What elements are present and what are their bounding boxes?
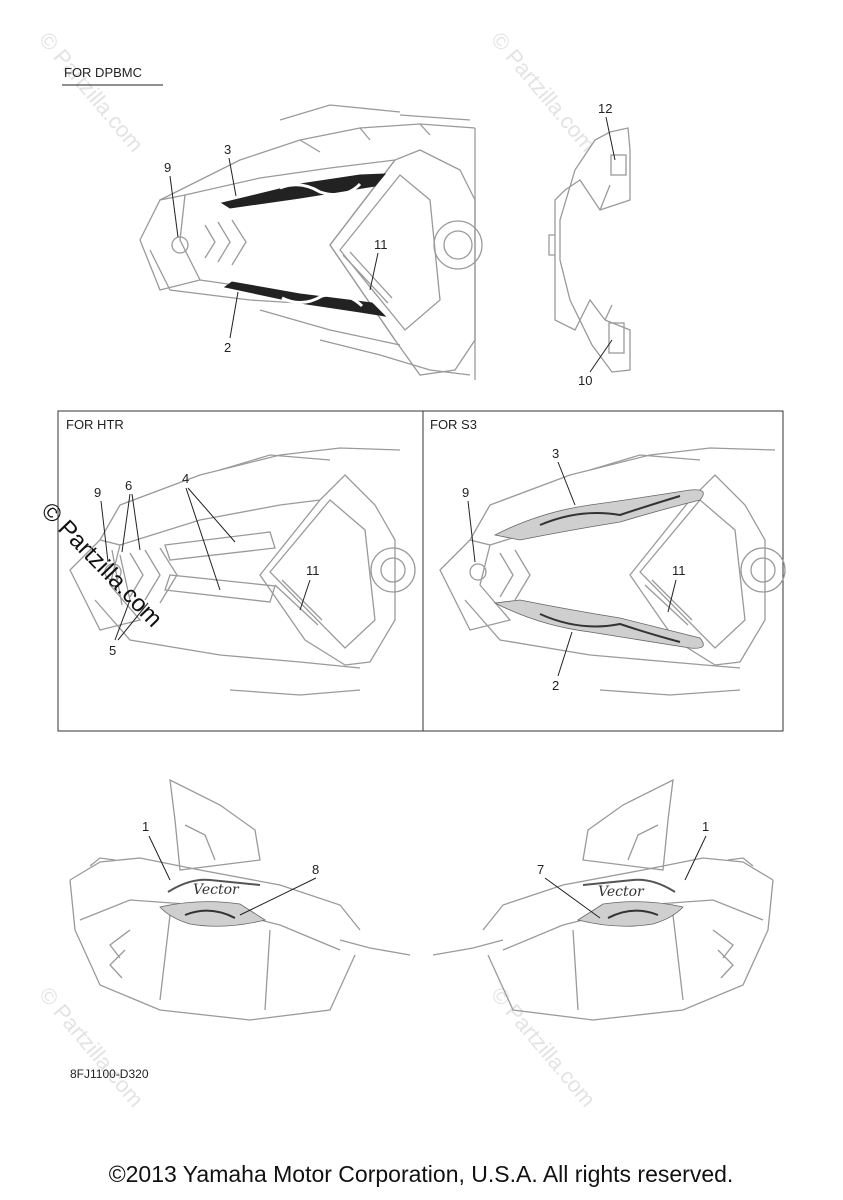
section-dpbmc: FOR DPBMC [62, 65, 631, 388]
watermark: © Partzilla.com [34, 982, 148, 1112]
callout-label: 11 [374, 237, 388, 252]
callout-label: 12 [598, 101, 612, 116]
logo-decal: Vector [598, 884, 645, 900]
callout-label: 10 [578, 373, 592, 388]
watermark: © Partzilla.com [486, 982, 600, 1112]
callout-label: 11 [672, 563, 686, 578]
callout-label: 9 [94, 485, 101, 500]
watermark-overlay: © Partzilla.com [36, 497, 168, 632]
callout-label: 3 [552, 446, 559, 461]
watermark: © Partzilla.com [486, 27, 600, 157]
section-title: FOR S3 [430, 417, 477, 432]
callout-label: 6 [125, 478, 132, 493]
hood-top-view-htr [69, 447, 416, 696]
callout-label: 2 [552, 678, 559, 693]
callout-label: 2 [224, 340, 231, 355]
callout-label: 9 [164, 160, 171, 175]
watermark: © Partzilla.com [34, 27, 148, 157]
callout-label: 3 [224, 142, 231, 157]
drawing-code: 8FJ1100-D320 [70, 1067, 149, 1081]
side-view-left: Vector [69, 778, 411, 1021]
callout-label: 1 [142, 819, 149, 834]
section-title: FOR DPBMC [64, 65, 142, 80]
section-htr: FOR HTR 9 6 4 11 5 [66, 417, 416, 696]
panel-s3 [422, 410, 784, 732]
callout-label: 9 [462, 485, 469, 500]
side-view-right: Vector [432, 778, 774, 1021]
logo-decal: Vector [193, 882, 240, 898]
hood-side-view [548, 127, 631, 373]
copyright-notice: ©2013 Yamaha Motor Corporation, U.S.A. A… [109, 1161, 734, 1187]
section-title: FOR HTR [66, 417, 124, 432]
callout-label: 4 [182, 471, 189, 486]
callout-label: 8 [312, 862, 319, 877]
section-s3: FOR S3 3 9 11 2 [430, 417, 786, 696]
hood-top-view [139, 104, 483, 380]
callout-label: 11 [306, 563, 320, 578]
hood-top-view-s3 [439, 447, 786, 696]
callout-label: 7 [537, 862, 544, 877]
callout-label: 5 [109, 643, 116, 658]
callout-label: 1 [702, 819, 709, 834]
